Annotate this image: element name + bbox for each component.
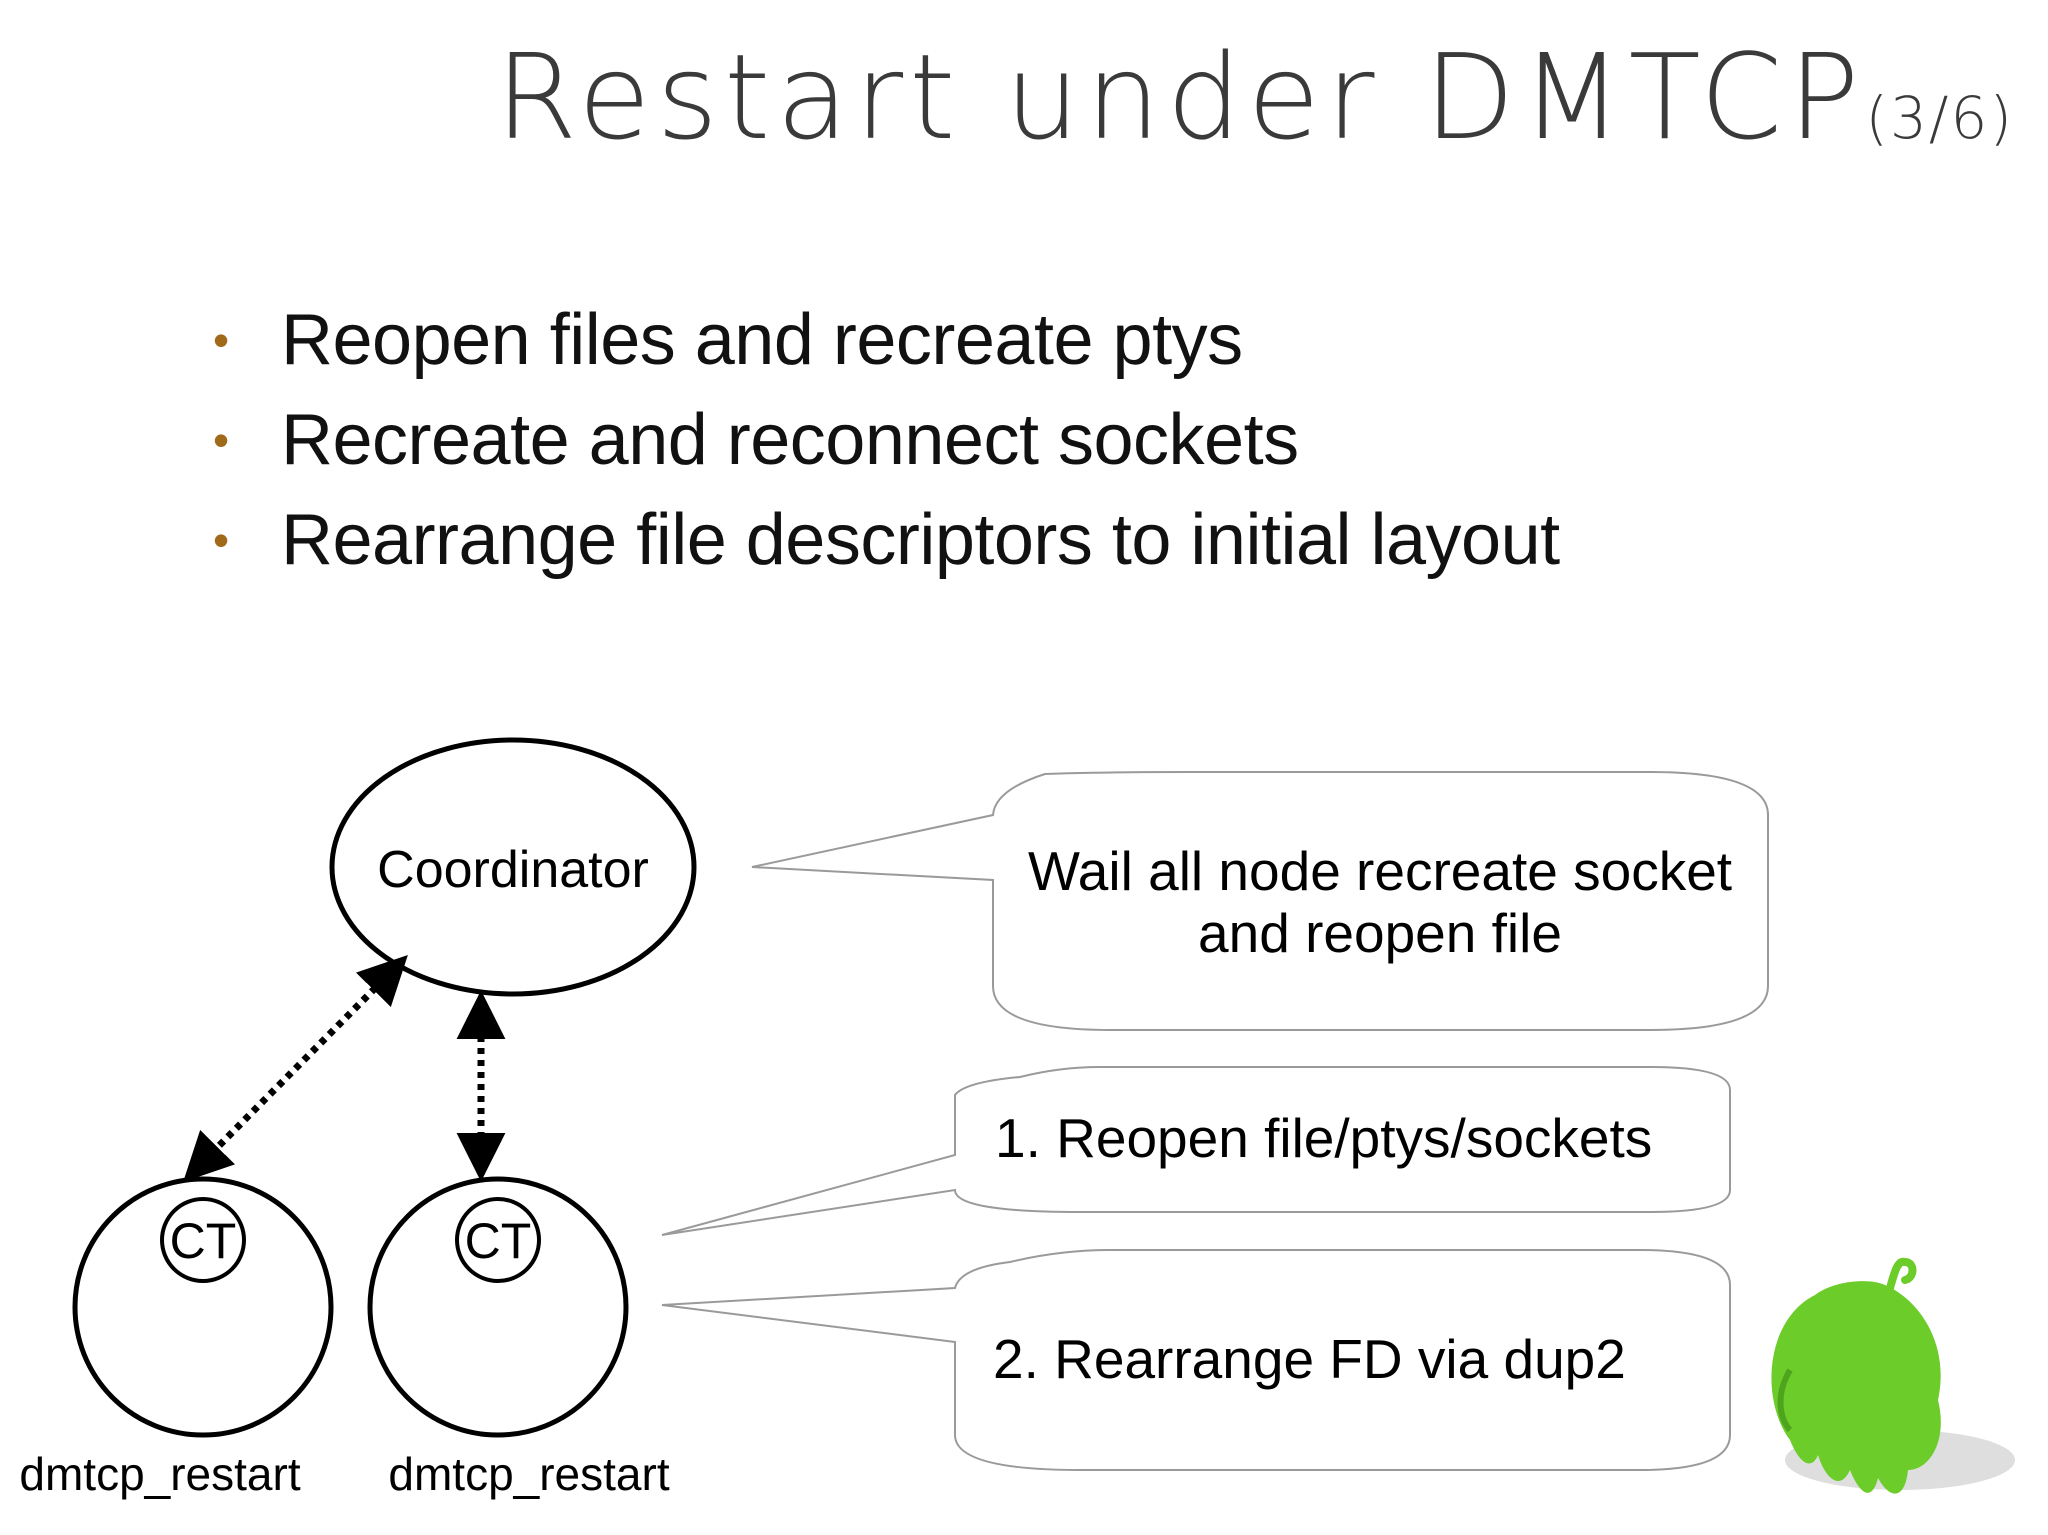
bullet-item: • Reopen files and recreate ptys [205, 290, 1560, 390]
process-label-1: dmtcp_restart [19, 1448, 300, 1500]
bullet-dot-icon: • [213, 414, 229, 466]
ct-label-2: CT [465, 1213, 532, 1269]
bullet-item: • Recreate and reconnect sockets [205, 390, 1560, 490]
coordinator-label: Coordinator [377, 841, 649, 899]
bullet-item: • Rearrange file descriptors to initial l… [205, 490, 1560, 590]
callout-text-3: 2. Rearrange FD via dup2 [993, 1328, 1626, 1390]
restart-node-1 [72, 1176, 334, 1438]
callout-line: Wail all node recreate socket [1027, 840, 1733, 902]
slide-title: Restart under DMTCP(3/6) [495, 28, 2014, 166]
bullet-list: • Reopen files and recreate ptys • Recreat… [205, 290, 1560, 590]
coordinator-node [329, 737, 697, 997]
ct-circle-1 [160, 1197, 246, 1283]
ct-label-1: CT [170, 1213, 237, 1269]
title-text: Restart under DMTCP [495, 28, 1866, 166]
green-mascot-icon [1771, 1257, 2015, 1494]
restart-node-2 [367, 1176, 629, 1438]
bullet-text: Rearrange file descriptors to initial la… [281, 500, 1560, 580]
callout-line: 2. Rearrange FD via dup2 [993, 1328, 1626, 1390]
callout-text-1: Wail all node recreate socket and reopen… [1000, 840, 1760, 964]
ct-circle-2 [455, 1197, 541, 1283]
process-label-2: dmtcp_restart [388, 1448, 669, 1500]
callout-bubble-3 [661, 1249, 1731, 1471]
callout-line: and reopen file [1198, 902, 1562, 964]
title-counter: (3/6) [1865, 84, 2014, 152]
bullet-dot-icon: • [213, 514, 229, 566]
bullet-text: Recreate and reconnect sockets [281, 400, 1299, 480]
callout-line: 1. Reopen file/ptys/sockets [995, 1107, 1653, 1169]
callout-text-2: 1. Reopen file/ptys/sockets [995, 1107, 1652, 1169]
callout-bubble-1 [751, 771, 1769, 1031]
bullet-text: Reopen files and recreate ptys [281, 300, 1243, 380]
callout-bubble-2 [661, 1066, 1731, 1236]
coordinator-link-1 [183, 955, 408, 1182]
bullet-dot-icon: • [213, 314, 229, 366]
